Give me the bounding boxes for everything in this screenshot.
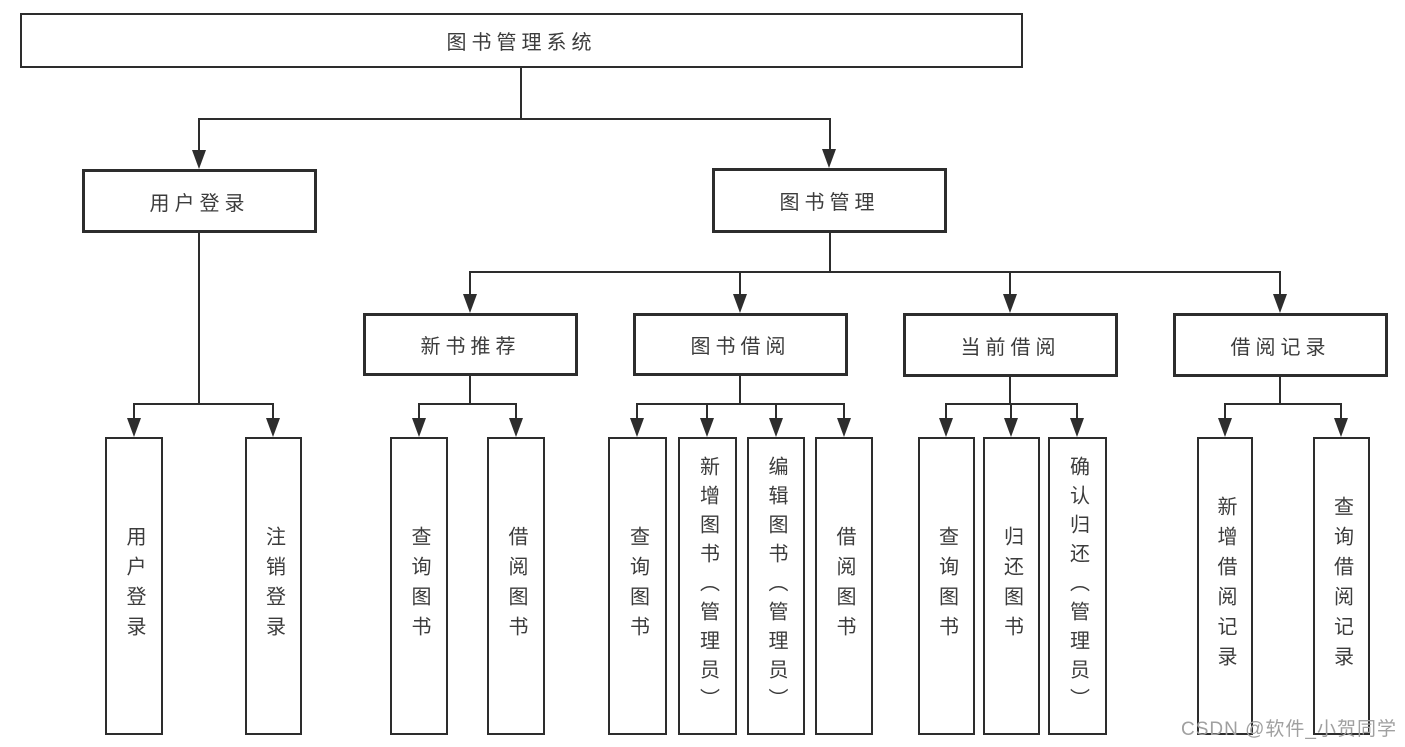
connector-stub (1224, 403, 1226, 420)
connector-level3-rail (469, 271, 1280, 273)
arrowhead-down-icon (1273, 294, 1287, 313)
connector-stub (418, 403, 420, 420)
leaf-label: 新增借阅记录 (1214, 496, 1236, 676)
leaf-label: 借阅图书 (505, 526, 527, 646)
node-library-system: 图书管理系统 (20, 13, 1023, 68)
node-book-mgmt-label: 图书管理 (779, 192, 880, 214)
node-leaf-query-book-3: 查询图书 (918, 437, 975, 735)
arrowhead-down-icon (700, 418, 714, 437)
arrowhead-down-icon (1070, 418, 1084, 437)
leaf-label: 用户登录 (123, 526, 145, 646)
connector-book-mgmt-drop (829, 233, 831, 273)
arrowhead-down-icon (412, 418, 426, 437)
connector-stub (272, 403, 274, 421)
connector-root-drop (520, 68, 522, 120)
arrowhead-down-icon (266, 418, 280, 437)
connector-user-login-rail (133, 403, 274, 405)
leaf-label: 新增图书（管理员） (696, 455, 719, 717)
connector-borrow-record-drop (1279, 376, 1281, 404)
leaf-label: 查询借阅记录 (1330, 496, 1353, 676)
arrowhead-down-icon (509, 418, 523, 437)
node-user-login: 用户登录 (82, 169, 317, 233)
arrowhead-down-icon (1218, 418, 1232, 437)
node-leaf-edit-book-admin: 编辑图书（管理员） (747, 437, 805, 735)
node-current-borrow: 当前借阅 (903, 313, 1118, 377)
connector-stub (1076, 403, 1078, 420)
node-leaf-add-book-admin: 新增图书（管理员） (678, 437, 737, 735)
arrowhead-down-icon (463, 294, 477, 313)
node-borrow-record-label: 借阅记录 (1230, 336, 1331, 359)
node-leaf-query-borrow-record: 查询借阅记录 (1313, 437, 1370, 735)
connector-book-borrow-rail (637, 403, 845, 405)
connector-borrow-record-rail (1224, 403, 1341, 405)
node-new-book-rec-label: 新书推荐 (420, 336, 521, 358)
arrowhead-down-icon (733, 294, 747, 313)
node-book-borrow: 图书借阅 (633, 313, 848, 376)
arrowhead-down-icon (822, 149, 836, 168)
arrowhead-down-icon (837, 418, 851, 437)
connector-stub (1279, 271, 1281, 297)
node-book-borrow-label: 图书借阅 (690, 336, 791, 358)
node-leaf-return-book: 归还图书 (983, 437, 1040, 735)
node-user-login-label: 用户登录 (149, 192, 250, 215)
arrowhead-down-icon (127, 418, 141, 437)
arrowhead-down-icon (192, 150, 206, 169)
leaf-label: 查询图书 (935, 526, 958, 646)
connector-stub-user-login (198, 118, 200, 154)
node-leaf-user-login: 用户登录 (105, 437, 163, 735)
node-leaf-query-book-2: 查询图书 (608, 437, 667, 735)
node-borrow-record: 借阅记录 (1173, 313, 1388, 377)
node-leaf-borrow-book-1: 借阅图书 (487, 437, 545, 735)
connector-level2-rail (198, 118, 831, 120)
connector-user-login-drop (198, 233, 200, 405)
connector-current-borrow-drop (1009, 376, 1011, 404)
connector-stub (469, 271, 471, 297)
connector-stub (133, 403, 135, 421)
arrowhead-down-icon (1004, 418, 1018, 437)
node-leaf-add-borrow-record: 新增借阅记录 (1197, 437, 1253, 735)
node-new-book-rec: 新书推荐 (363, 313, 578, 376)
connector-stub (739, 271, 741, 297)
connector-new-book-rail (418, 403, 517, 405)
node-leaf-borrow-book-2: 借阅图书 (815, 437, 873, 735)
node-book-mgmt: 图书管理 (712, 168, 947, 233)
node-current-borrow-label: 当前借阅 (960, 336, 1061, 359)
leaf-label: 查询图书 (626, 526, 649, 646)
connector-stub-book-mgmt (829, 118, 831, 153)
connector-stub (515, 403, 517, 420)
arrowhead-down-icon (769, 418, 783, 437)
connector-stub (1009, 271, 1011, 297)
node-leaf-query-book-1: 查询图书 (390, 437, 448, 735)
node-leaf-confirm-return-admin: 确认归还（管理员） (1048, 437, 1107, 735)
connector-stub (1010, 403, 1012, 420)
arrowhead-down-icon (1003, 294, 1017, 313)
connector-stub (945, 403, 947, 420)
leaf-label: 确认归还（管理员） (1066, 455, 1089, 717)
connector-stub (775, 403, 777, 420)
arrowhead-down-icon (1334, 418, 1348, 437)
node-leaf-logout: 注销登录 (245, 437, 302, 735)
leaf-label: 注销登录 (262, 526, 285, 646)
connector-stub (636, 403, 638, 420)
leaf-label: 借阅图书 (833, 526, 855, 646)
node-library-system-label: 图书管理系统 (446, 32, 597, 54)
leaf-label: 编辑图书（管理员） (765, 455, 787, 717)
connector-new-book-drop (469, 376, 471, 404)
leaf-label: 查询图书 (408, 526, 430, 646)
connector-stub (1340, 403, 1342, 420)
watermark: CSDN @软件_小贺同学 (1181, 719, 1397, 740)
connector-book-borrow-drop (739, 376, 741, 404)
leaf-label: 归还图书 (1000, 526, 1023, 646)
connector-stub (706, 403, 708, 420)
connector-stub (843, 403, 845, 420)
arrowhead-down-icon (939, 418, 953, 437)
arrowhead-down-icon (630, 418, 644, 437)
